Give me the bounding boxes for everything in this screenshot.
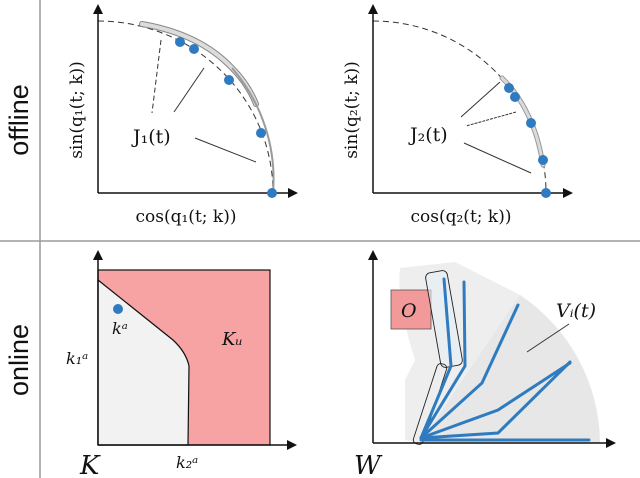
x-axis-label: cos(q₁(t; k)) [136, 207, 237, 227]
sample-point [256, 128, 266, 138]
x-axis-label: cos(q₂(t; k)) [411, 207, 512, 227]
trajectory-band [140, 22, 258, 106]
row-label-offline: offline [4, 84, 34, 156]
y-axis-label: sin(q₂(t; k)) [342, 61, 362, 159]
reach-label: Vᵢ(t) [556, 300, 596, 322]
point-label: kᵃ [112, 319, 128, 338]
trajectory-band-tail [231, 67, 275, 194]
joint1-plot: J₁(t) cos(q₁(t; k)) sin(q₁(t; k)) [67, 4, 298, 227]
arm-configurations [419, 277, 591, 442]
k1-tick-label: k₁ᵃ [66, 349, 88, 368]
arm-config [419, 280, 467, 440]
unit-circle-arc [97, 20, 274, 194]
sample-point [267, 188, 277, 198]
leader-line [151, 39, 162, 114]
annotation-J1: J₁(t) [131, 126, 171, 148]
parameter-point [113, 304, 123, 314]
workspace-plot: O Vᵢ(t) W [354, 250, 616, 478]
unsafe-label: Kᵤ [221, 329, 243, 350]
sample-point [538, 155, 548, 165]
sample-point [189, 44, 199, 54]
row-label-online: online [4, 324, 34, 396]
trajectory-band-outline [139, 21, 259, 107]
obstacle-label: O [401, 300, 417, 322]
y-axis-label: sin(q₁(t; k)) [67, 61, 87, 159]
sample-point [224, 75, 234, 85]
sample-point [526, 118, 536, 128]
leader-line [194, 137, 257, 163]
leader-line [460, 81, 501, 118]
arm-config [419, 303, 520, 440]
annotation-J2: J₂(t) [408, 124, 448, 146]
arm-config [419, 361, 572, 440]
sample-point [541, 188, 551, 198]
leader-line [463, 142, 532, 174]
sample-point [175, 37, 185, 47]
safe-region [97, 278, 190, 446]
leader-line [465, 111, 517, 127]
joint2-plot: J₂(t) cos(q₂(t; k)) sin(q₂(t; k)) [342, 4, 573, 227]
parameter-space-plot: kᵃ Kᵤ k₁ᵃ k₂ᵃ K [66, 250, 297, 478]
unit-circle-arc [372, 20, 547, 194]
arm-config [419, 360, 572, 440]
space-label-K: K [79, 451, 101, 478]
arm-config [419, 277, 453, 440]
k2-tick-label: k₂ᵃ [176, 453, 198, 472]
sample-point [510, 92, 520, 102]
space-label-W: W [354, 451, 383, 478]
leader-line [173, 67, 205, 113]
reachable-set-inner [420, 295, 600, 443]
sample-point [504, 83, 514, 93]
leader-line [526, 323, 570, 353]
